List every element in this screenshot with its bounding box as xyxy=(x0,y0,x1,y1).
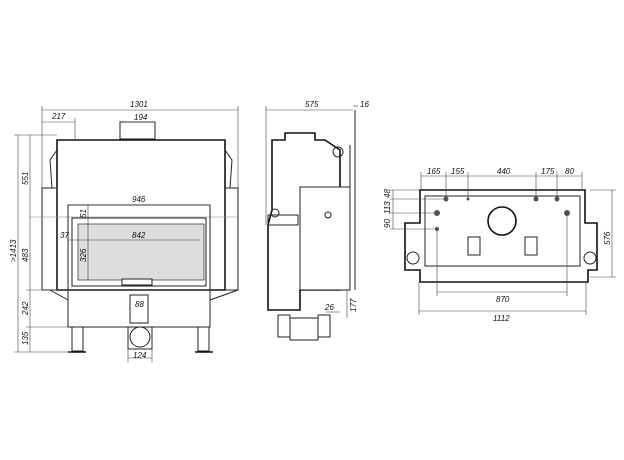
dim-top-outer-width: 1112 xyxy=(493,314,510,323)
door-glass xyxy=(77,223,205,281)
dim-top-left-1: 48 xyxy=(383,189,392,198)
dim-air-pipe: 124 xyxy=(133,351,147,360)
side-view xyxy=(265,105,358,341)
dim-top-inner-width: 870 xyxy=(496,295,510,304)
flue-outlet xyxy=(119,121,156,140)
door-handle xyxy=(121,278,153,286)
dim-top-left-2: 113 xyxy=(383,201,392,214)
dim-height-lower: 242 xyxy=(21,301,30,316)
dim-top-spacing-1: 165 xyxy=(427,167,441,176)
dim-flue-width: 194 xyxy=(134,113,148,122)
dim-top-depth: 576 xyxy=(603,231,612,245)
dim-frame-side: 37 xyxy=(60,231,69,240)
right-leg xyxy=(197,326,210,352)
left-side-panel xyxy=(41,187,58,291)
dim-door-width: 946 xyxy=(132,195,146,204)
dim-height-door: 483 xyxy=(21,248,30,262)
dim-top-spacing-4: 175 xyxy=(541,167,555,176)
dim-side-bottom-offset: 26 xyxy=(324,303,334,312)
dim-frame-top: 51 xyxy=(79,209,88,218)
dim-front-offset-left: 217 xyxy=(51,112,66,121)
dim-air-inlet: 88 xyxy=(135,300,144,309)
dim-side-door-offset: 16 xyxy=(360,100,369,109)
dim-top-spacing-3: 440 xyxy=(497,167,511,176)
dim-glass-width: 842 xyxy=(132,231,146,240)
dim-height-legs: 135 xyxy=(21,331,30,345)
air-inlet xyxy=(129,294,149,324)
air-pipe xyxy=(129,326,151,348)
left-leg xyxy=(71,326,84,352)
dim-top-left-3: 90 xyxy=(383,219,392,228)
side-door-panel xyxy=(299,186,351,291)
front-view xyxy=(14,106,239,362)
dim-side-bottom-height: 177 xyxy=(349,298,358,312)
dim-side-depth: 575 xyxy=(305,100,319,109)
dim-height-upper: 551 xyxy=(21,172,30,185)
top-view xyxy=(390,172,616,315)
dim-front-width-total: 1301 xyxy=(130,100,148,109)
dim-height-total: >1413 xyxy=(9,239,18,262)
dim-top-spacing-5: 80 xyxy=(565,167,574,176)
dim-top-spacing-2: 155 xyxy=(451,167,465,176)
top-outline xyxy=(404,189,598,283)
flue-opening xyxy=(487,206,517,236)
dim-glass-height: 326 xyxy=(79,248,88,262)
right-side-panel xyxy=(224,187,239,291)
